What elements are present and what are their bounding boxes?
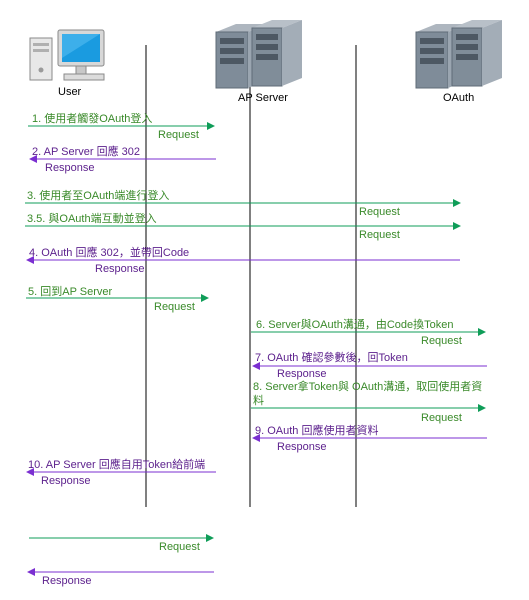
step-4-label: 4. OAuth 回應 302，並帶回Code <box>29 247 190 259</box>
step-9-label: 9. OAuth 回應使用者資料 <box>255 425 379 437</box>
step-3-5-label: 3.5. 與OAuth端互動並登入 <box>27 213 157 225</box>
actor-oauth-label: OAuth <box>443 92 475 104</box>
step-6-kind: Request <box>421 335 462 347</box>
step-1-kind: Request <box>158 129 199 141</box>
step-2-label: 2. AP Server 回應 302 <box>32 146 141 158</box>
step-5-kind: Request <box>154 301 195 313</box>
legend-request-label: Request <box>159 541 200 553</box>
step-5-label: 5. 回到AP Server <box>28 286 113 298</box>
step-10-kind: Response <box>41 475 91 487</box>
step-4-kind: Response <box>95 263 145 275</box>
server-rack-icon <box>215 20 302 89</box>
step-1-label: 1. 使用者觸發OAuth登入 <box>32 113 153 125</box>
desktop-computer-icon <box>29 29 105 81</box>
step-7-label: 7. OAuth 確認參數後，回Token <box>255 352 408 364</box>
step-2-kind: Response <box>45 162 95 174</box>
step-10-label: 10. AP Server 回應自用Token給前端 <box>28 459 206 471</box>
actor-user-label: User <box>58 86 82 98</box>
step-3-kind: Request <box>359 206 400 218</box>
step-6-label: 6. Server與OAuth溝通，由Code換Token <box>256 319 454 331</box>
step-3-5-kind: Request <box>359 229 400 241</box>
step-8-label: 8. Server拿Token與 OAuth溝通，取回使用者資料 <box>253 381 483 407</box>
step-3-label: 3. 使用者至OAuth端進行登入 <box>27 190 170 202</box>
actor-ap-server-label: AP Server <box>238 92 288 104</box>
step-7-kind: Response <box>277 368 327 380</box>
step-8-kind: Request <box>421 412 462 424</box>
step-9-kind: Response <box>277 441 327 453</box>
server-rack-icon <box>415 20 502 89</box>
legend-response-label: Response <box>42 575 92 587</box>
